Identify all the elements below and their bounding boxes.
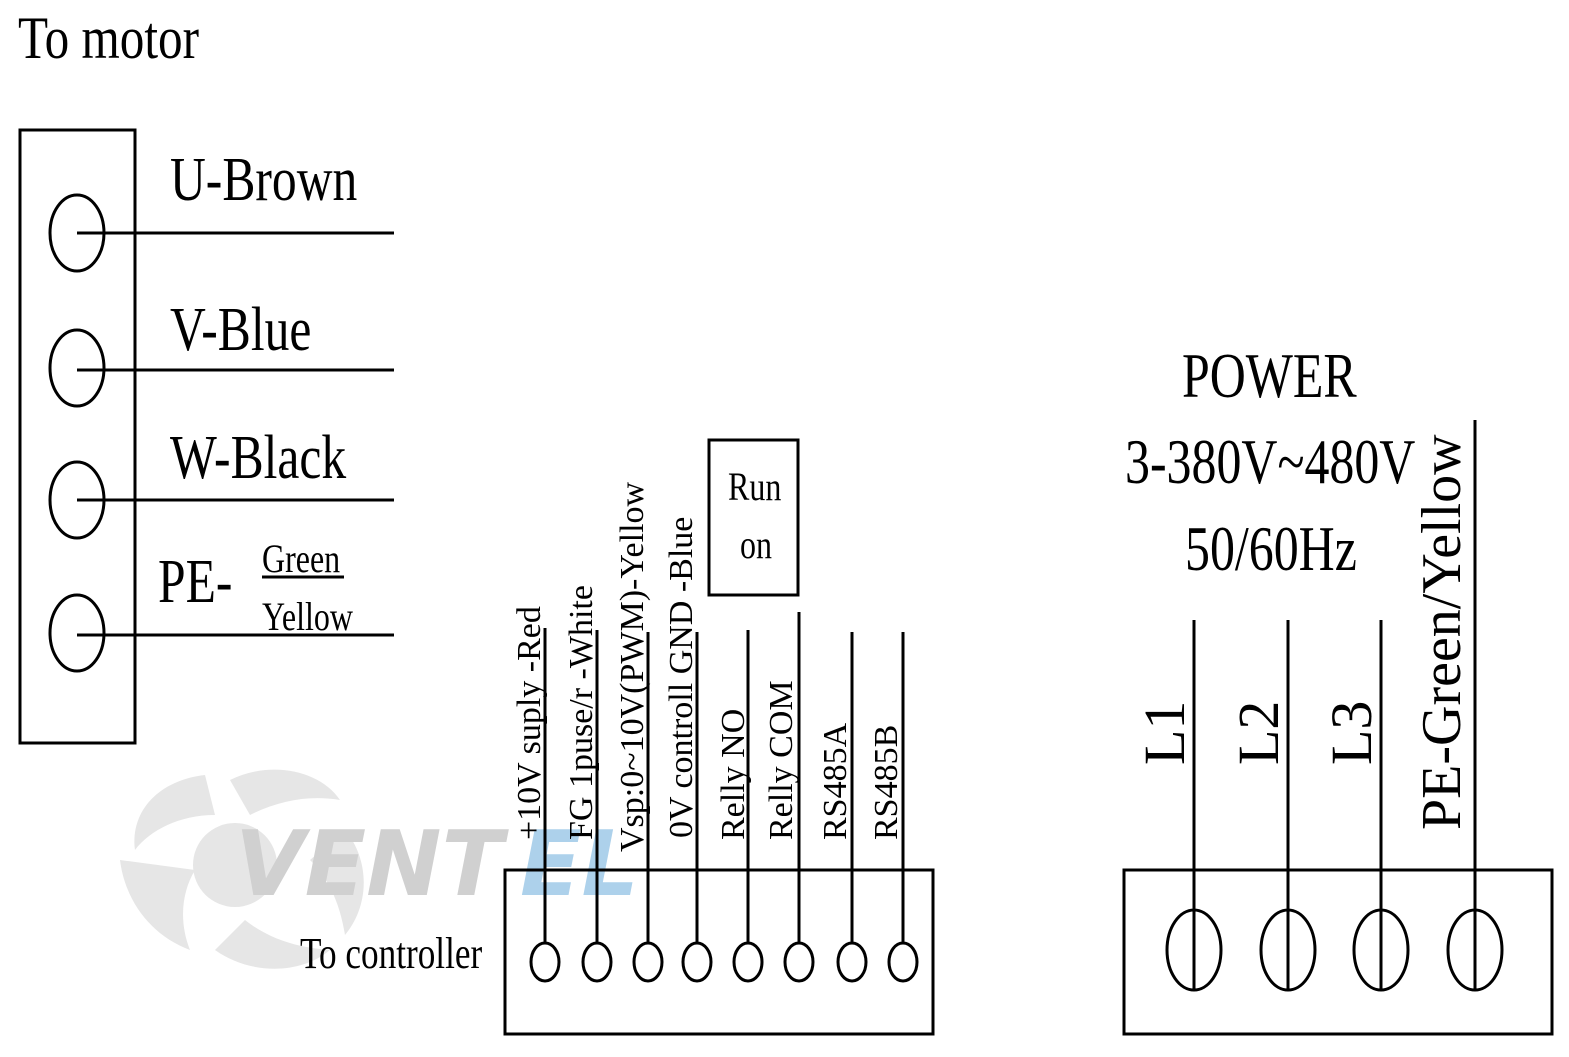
- controller-terminal-7: RS485A: [817, 632, 868, 983]
- ventel-watermark: VENT EL: [120, 769, 639, 969]
- power-terminal-l3: L3: [1319, 620, 1410, 992]
- controller-terminal-label-3: Vsp:0~10V(PWM)-Yellow: [614, 481, 651, 852]
- terminal-circle: [48, 593, 106, 673]
- controller-terminal-label-8: RS485B: [868, 725, 905, 840]
- controller-terminal-5: Relly NO: [715, 630, 764, 983]
- controller-terminal-label-7: RS485A: [817, 722, 854, 840]
- watermark-text-accent: EL: [520, 812, 639, 917]
- motor-terminal-w: W-Black: [48, 424, 394, 540]
- controller-terminal-block: [503, 868, 935, 1036]
- motor-pe-sub-green: Green: [262, 537, 340, 581]
- motor-title: To motor: [18, 4, 199, 71]
- power-section: POWER 3-380V~480V 50/60Hz L1 L2 L3 PE-Gr…: [1122, 341, 1554, 1036]
- controller-section: To controller Run on +10V suply -Red FG …: [300, 438, 935, 1036]
- terminal-circle: [581, 941, 613, 983]
- power-terminal-label-l3: L3: [1319, 701, 1384, 765]
- power-terminal-pe: PE-Green/Yellow: [1411, 420, 1504, 992]
- watermark-text-main: VENT: [235, 812, 509, 917]
- motor-terminal-u: U-Brown: [48, 146, 394, 273]
- run-on-box: [707, 438, 800, 597]
- controller-terminal-6: Relly COM: [763, 612, 815, 983]
- terminal-circle: [681, 941, 713, 983]
- motor-terminal-block: [18, 128, 137, 745]
- power-terminal-l2: L2: [1226, 620, 1317, 992]
- motor-terminal-pe: PE- Green Yellow: [48, 537, 394, 673]
- controller-terminal-1: +10V suply -Red: [511, 606, 561, 983]
- motor-pe-sub-yellow: Yellow: [262, 595, 353, 639]
- terminal-circle: [783, 941, 815, 983]
- motor-terminal-label-pe: PE-: [158, 548, 232, 616]
- motor-terminal-label-v: V-Blue: [170, 296, 311, 364]
- controller-terminal-8: RS485B: [868, 632, 919, 983]
- controller-terminal-3: Vsp:0~10V(PWM)-Yellow: [614, 481, 664, 983]
- controller-terminal-4: 0V controll GND -Blue: [663, 517, 713, 983]
- terminal-circle: [836, 941, 868, 983]
- power-voltage: 3-380V~480V: [1125, 427, 1415, 497]
- controller-terminal-label-5: Relly NO: [715, 709, 752, 840]
- motor-terminal-label-u: U-Brown: [170, 146, 357, 214]
- motor-section: To motor U-Brown V-Blue W-Black PE- Gree…: [18, 4, 394, 745]
- controller-label: To controller: [300, 928, 482, 978]
- power-frequency: 50/60Hz: [1185, 514, 1357, 584]
- terminal-circle: [732, 941, 764, 983]
- power-terminal-l1: L1: [1132, 620, 1223, 992]
- controller-terminal-label-6: Relly COM: [763, 680, 800, 840]
- fan-logo-icon: [120, 769, 364, 969]
- run-on-line1: Run: [728, 465, 781, 509]
- power-terminal-block: [1122, 868, 1554, 1036]
- terminal-circle: [529, 941, 561, 983]
- controller-terminal-label-2: FG 1puse/r -White: [563, 585, 600, 840]
- terminal-circle: [48, 328, 106, 408]
- motor-terminal-v: V-Blue: [48, 296, 394, 408]
- power-terminal-label-l2: L2: [1226, 701, 1291, 765]
- controller-terminal-label-4: 0V controll GND -Blue: [663, 517, 700, 838]
- motor-terminal-label-w: W-Black: [170, 424, 347, 492]
- terminal-circle: [887, 941, 919, 983]
- power-terminal-label-l1: L1: [1132, 701, 1197, 765]
- terminal-circle: [632, 941, 664, 983]
- power-title: POWER: [1182, 341, 1357, 411]
- controller-terminal-label-1: +10V suply -Red: [511, 606, 548, 840]
- controller-terminal-2: FG 1puse/r -White: [563, 585, 613, 983]
- run-on-line2: on: [740, 523, 772, 567]
- power-terminal-label-pe: PE-Green/Yellow: [1411, 434, 1473, 830]
